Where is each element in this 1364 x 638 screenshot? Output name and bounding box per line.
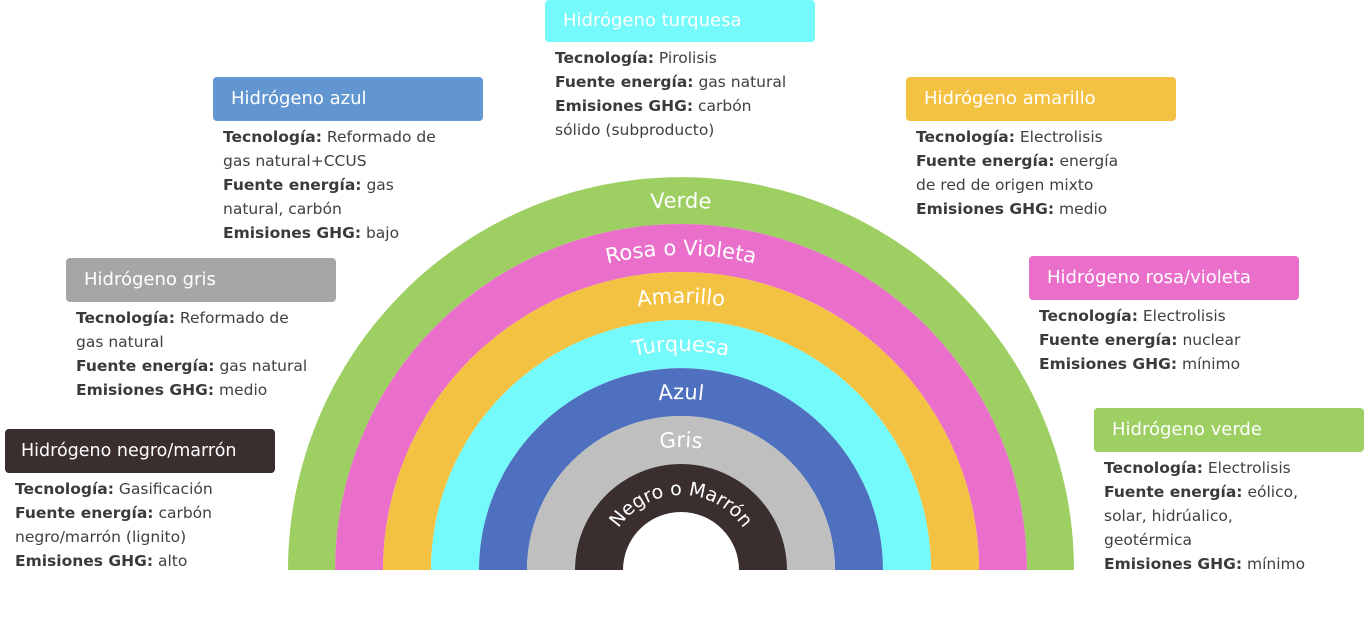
card-amarillo-title: Hidrógeno amarillo [906,77,1176,121]
card-rosa-body: Tecnología: Electrolisis Fuente energía:… [1039,307,1241,373]
card-amarillo-body: Tecnología: Electrolisis Fuente energía:… [916,128,1119,218]
card-rosa-title: Hidrógeno rosa/violeta [1029,256,1299,300]
card-azul: Hidrógeno azul Tecnología: Reformado de … [213,77,483,245]
arc-band-amarillo [383,272,979,570]
arc-band-turquesa [431,320,931,570]
card-gris-body: Tecnología: Reformado de gas natural Fue… [76,309,308,399]
arc-band-negro [575,464,787,570]
arc-label-amarillo: Amarillo [635,284,726,311]
arc-band-azul [479,368,883,570]
card-verde-body: Tecnología: Electrolisis Fuente energía:… [1104,459,1306,573]
card-rosa: Hidrógeno rosa/violeta Tecnología: Elect… [1029,256,1299,376]
card-negro: Hidrógeno negro/marrón Tecnología: Gasif… [5,429,275,573]
card-amarillo: Hidrógeno amarillo Tecnología: Electroli… [906,77,1176,221]
card-negro-body: Tecnología: Gasificación Fuente energía:… [15,480,213,570]
card-turquesa: Hidrógeno turquesa Tecnología: Pirolisis… [545,0,815,142]
card-negro-title: Hidrógeno negro/marrón [5,429,275,473]
card-turquesa-title: Hidrógeno turquesa [545,0,815,42]
arc-label-azul: Azul [657,380,705,405]
card-turquesa-body: Tecnología: Pirolisis Fuente energía: ga… [555,49,787,139]
card-verde: Hidrógeno verde Tecnología: Electrolisis… [1094,408,1364,576]
arc-label-gris: Gris [658,428,704,454]
card-gris: Hidrógeno gris Tecnología: Reformado de … [66,258,336,402]
arc-label-verde: Verde [650,188,712,213]
card-azul-title: Hidrógeno azul [213,77,483,121]
card-azul-body: Tecnología: Reformado de gas natural+CCU… [223,128,436,242]
arc-band-gris [527,416,835,570]
card-gris-title: Hidrógeno gris [66,258,336,302]
arc-band-rosa [335,224,1027,570]
card-verde-title: Hidrógeno verde [1094,408,1364,452]
arc-band-verde [288,177,1074,570]
